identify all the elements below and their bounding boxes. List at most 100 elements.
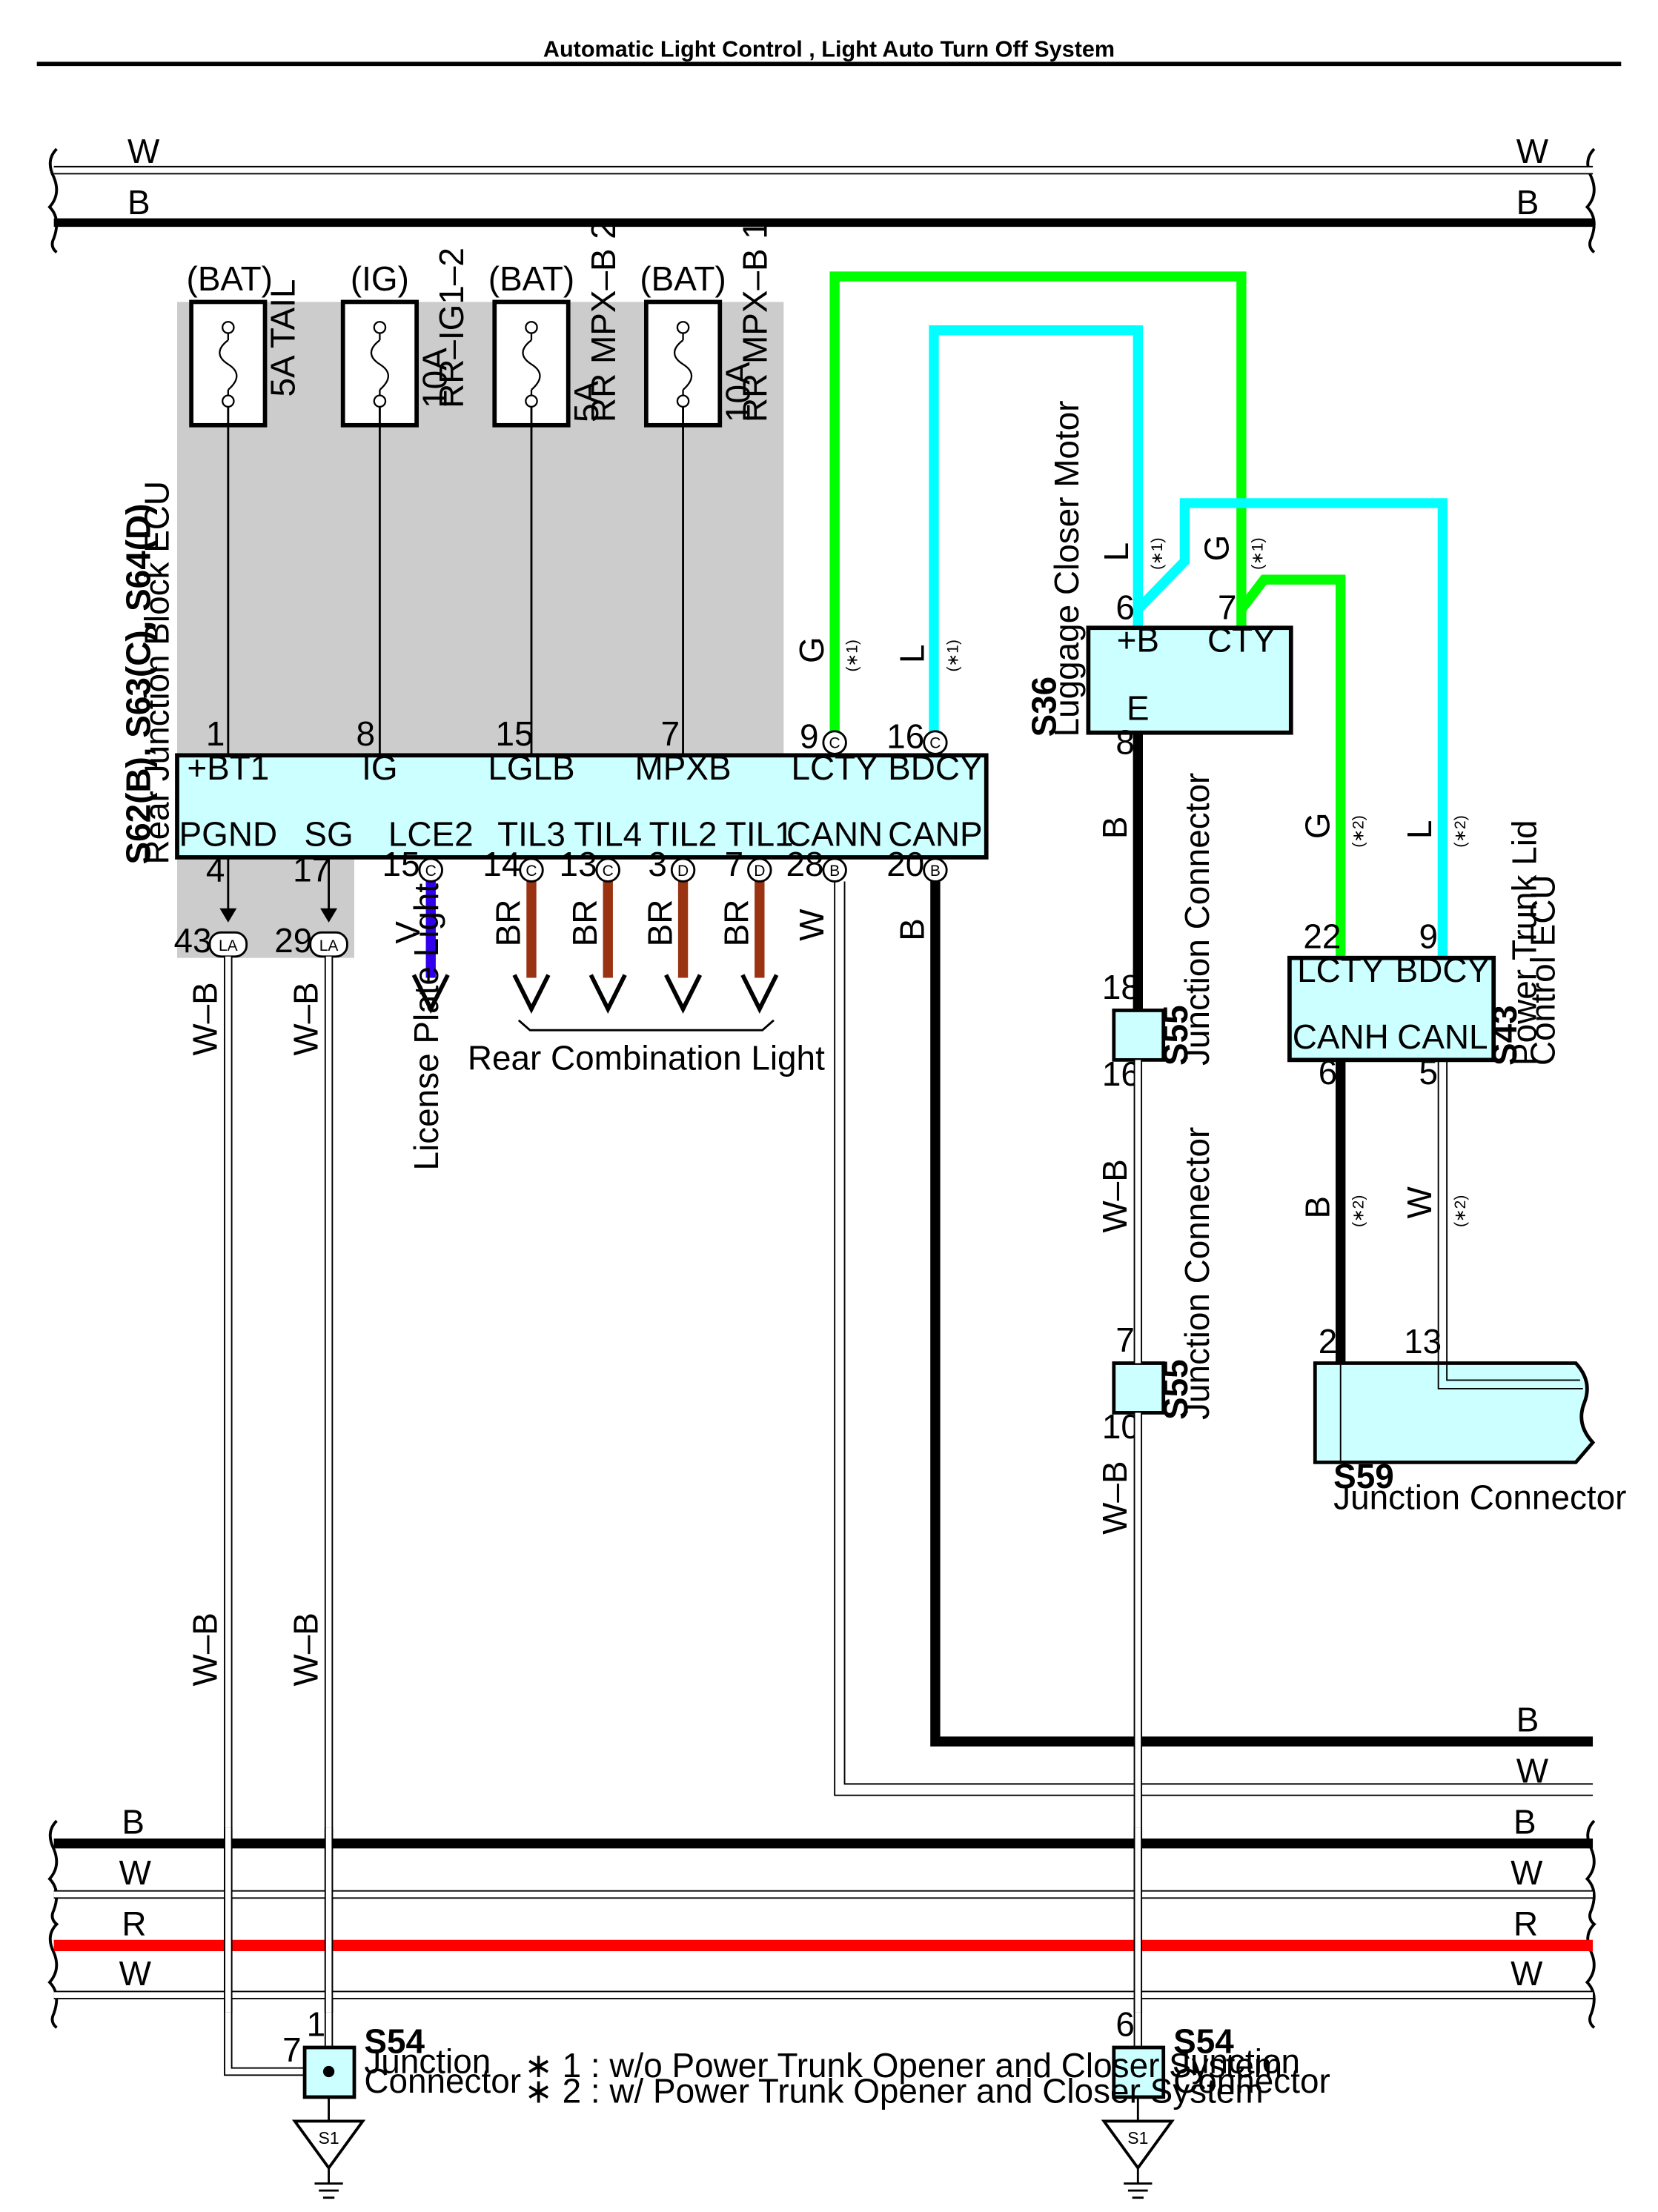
connector-code: B (829, 863, 840, 880)
bus-label: W (119, 1954, 152, 1993)
connector-marker (670, 857, 696, 883)
component-name: Connector (364, 2062, 521, 2100)
wire-l-trunk-bdcy (1134, 498, 1448, 958)
option-note: (∗1) (1250, 538, 1267, 570)
wire-color-label: W–B (186, 1612, 225, 1686)
pin-number: 9 (1419, 917, 1439, 955)
wire-w-cann-inner (843, 881, 1594, 1785)
bus-label: W (1511, 1954, 1543, 1993)
pin-number: 22 (1303, 917, 1341, 955)
bus-label: W (127, 132, 160, 170)
terminal-label: CANL (1397, 1017, 1488, 1056)
connector-code: C (525, 863, 537, 880)
connector-code: C (425, 863, 437, 880)
wire-color-label: B (1095, 816, 1134, 839)
terminal-label: TIL2 (649, 815, 717, 854)
terminal-label: +B (1117, 621, 1159, 660)
arrow (411, 974, 450, 1014)
bus-label: W (119, 1853, 152, 1892)
terminal-label: MPXB (635, 748, 732, 787)
wire-color-label: L (893, 644, 932, 663)
bus-label: B (1513, 1802, 1536, 1841)
pin-number: 3 (648, 845, 667, 883)
fuse-name: RR–IG1–2 (432, 248, 471, 408)
option-note: (∗2) (1452, 815, 1469, 847)
option-note: (∗1) (844, 640, 861, 671)
ecu-id: S62(B), S63(C), S64(D) (119, 504, 158, 865)
wire-color-label: BR (566, 900, 604, 947)
pin-number: 15 (382, 845, 420, 883)
connector-marker (923, 857, 948, 883)
pin-number: 17 (293, 850, 331, 889)
component-name: Power Trunk Lid (1505, 820, 1544, 1066)
terminal-label: BDCY (1396, 951, 1490, 989)
terminal-label: TIL1 (726, 815, 794, 854)
pin-number: 16 (886, 717, 924, 756)
fuse-rating: 5A (567, 380, 606, 422)
wire-color-label: W–B (1095, 1461, 1134, 1534)
pin-number: 13 (560, 845, 597, 883)
option-note: (∗1) (1149, 538, 1166, 570)
terminal-label: TIL4 (574, 815, 642, 854)
fuse-source: (BAT) (640, 259, 726, 298)
terminal-label: LCE2 (388, 815, 474, 854)
s59-junction-connector: 2 13 S59 Junction Connector (1313, 1322, 1626, 1516)
pin-number: 2 (1319, 1322, 1338, 1361)
rear-combination-light-label: Rear Combination Light (468, 1039, 825, 1077)
pin-number: 4 (206, 850, 225, 889)
component-name: Junction Connector (1333, 1478, 1626, 1516)
fuse-rating: 5A TAIL (264, 279, 302, 397)
pin-number: 7 (725, 845, 744, 883)
terminal-label: IG (362, 748, 397, 787)
wire-color-label: G (1298, 812, 1336, 839)
wire-color-label: W–B (1095, 1159, 1134, 1232)
connector-marker (747, 857, 772, 883)
wire-color-label: W (1400, 1186, 1439, 1219)
fuse-name: RR MPX–B 1 (735, 220, 774, 422)
component-id: S36 (1024, 677, 1063, 737)
pin-number: 15 (496, 714, 534, 753)
terminal-label: TIL3 (497, 815, 566, 854)
license-plate-light-label: License Plate Light (407, 883, 445, 1171)
pin-number: 9 (800, 717, 819, 756)
fuse-rr-ig1-2: (IG) 10A RR–IG1–2 (340, 248, 471, 756)
connector-code: B (930, 863, 941, 880)
wire-color-label: BR (717, 900, 756, 947)
pin-number: 29 (274, 921, 312, 960)
top-bus: W W B B (47, 132, 1596, 254)
wire-g-trunk-lcty (1237, 574, 1346, 958)
wire-color-label: W–B (286, 982, 325, 1055)
crossing-wires (224, 1827, 1143, 2013)
arrow (588, 974, 627, 1014)
fuse-name: RR MPX–B 2 (584, 220, 623, 422)
wire-color-label: L (1097, 542, 1135, 562)
bus-label: B (1516, 183, 1539, 222)
bus-label: B (127, 183, 150, 222)
pin-number: 7 (1115, 1321, 1135, 1359)
fuse-source: (BAT) (187, 259, 273, 298)
component-id: S54 (364, 2022, 425, 2061)
fuse-rr-mpx-b1: (BAT) 10A RR MPX–B 1 (640, 220, 774, 756)
footnote: ∗ 2 : w/ Power Trunk Opener and Closer S… (524, 2072, 1263, 2110)
pin-number: 20 (886, 845, 924, 883)
ground-wires: 43 29 LA LA W–B W–B W–B W–B (174, 857, 348, 2076)
fuse-tail: (BAT) 5A TAIL (187, 259, 302, 756)
footnote-text: : w/o Power Trunk Opener and Closer Syst… (581, 2046, 1282, 2085)
power-trunk-lid-ecu: LCTY BDCY CANH CANL 22 9 6 5 S43 Power T… (1287, 812, 1562, 1389)
connector-marker (418, 857, 443, 883)
fuse-rr-mpx-b2: (BAT) 5A RR MPX–B 2 (488, 220, 623, 756)
component-id: S54 (1173, 2022, 1234, 2061)
fuse-source: (IG) (351, 259, 409, 298)
footnote-text: : w/ Power Trunk Opener and Closer Syste… (581, 2072, 1263, 2110)
wire-w-cann-outer (834, 881, 1594, 1796)
option-note: (∗2) (1350, 1195, 1367, 1227)
arrow (512, 974, 551, 1014)
pin-number: 6 (1115, 588, 1135, 627)
component-name: Control ECU (1523, 875, 1562, 1066)
option-note: (∗2) (1350, 815, 1367, 847)
pin-number: 18 (1102, 968, 1140, 1006)
bus-label: R (1513, 1904, 1538, 1943)
pin-number: 10 (1102, 1407, 1140, 1446)
wire-color-label: W–B (286, 1612, 325, 1686)
